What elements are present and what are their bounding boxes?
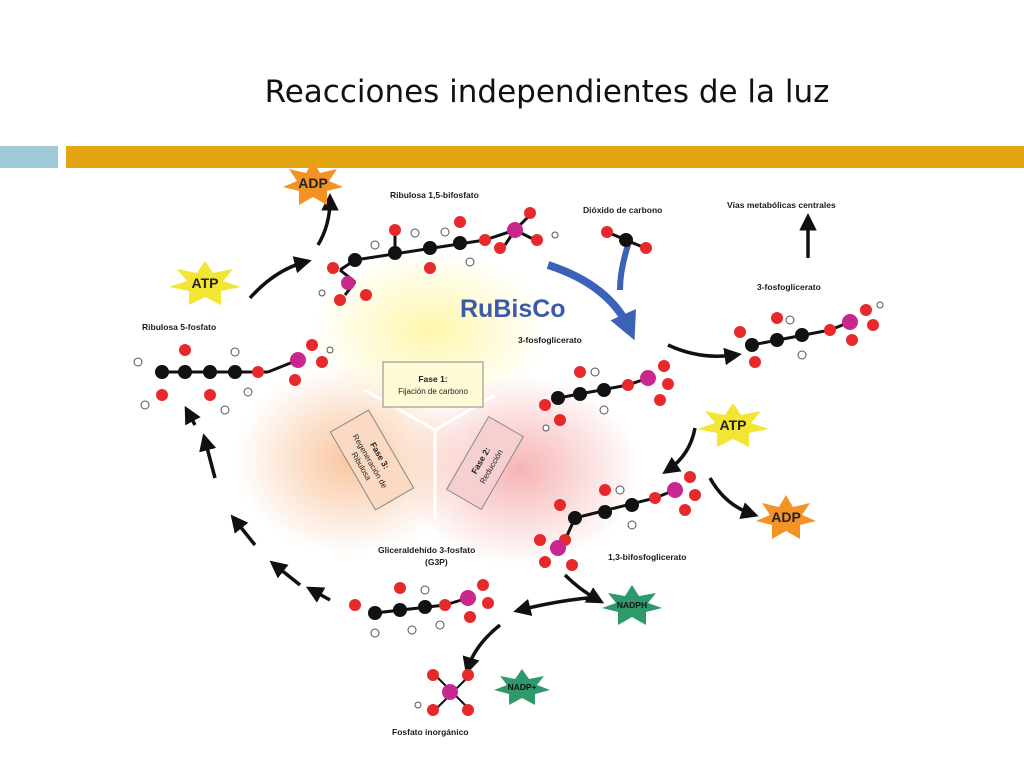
pi-molecule [414,669,474,716]
ru5p-molecule [133,339,334,415]
atp-left-star: ATP [169,261,241,305]
pga-center-molecule [539,360,674,432]
bpg-label: 1,3-bifosfoglicerato [608,552,686,562]
ru5p-label: Ribulosa 5-fosfato [142,322,216,332]
svg-text:ATP: ATP [720,417,747,433]
pga-center-label: 3-fosfoglicerato [518,335,582,345]
co2-molecule [601,226,652,254]
co2-arrow [617,244,631,291]
svg-text:NADP+: NADP+ [507,682,536,692]
phase-1-box: Fase 1: Fijación de carbono [382,361,484,408]
nadp-star: NADP+ [494,669,550,705]
co2-label: Dióxido de carbono [583,205,662,215]
accent-bar [66,146,1024,168]
slide-title: Reacciones independientes de la luz [264,74,830,110]
rubisco-label: RuBisCo [460,295,566,323]
phase-1-title: Fase 1: [418,374,447,384]
nadph-star: NADPH [602,585,662,625]
g3p-label-line1: Gliceraldehído 3-fosfato [378,545,475,555]
svg-text:NADPH: NADPH [617,600,647,610]
pga-right-label: 3-fosfoglicerato [757,282,821,292]
pathways-label: Vías metabólicas centrales [727,200,836,210]
accent-bar-left [0,146,58,168]
cycle-arrows [184,193,817,675]
rubp-molecule [318,207,559,306]
svg-text:ADP: ADP [771,509,801,525]
pga-right-molecule [734,301,884,368]
adp-right-star: ADP [756,495,816,539]
svg-text:ATP: ATP [192,275,219,291]
phase-1-subtitle: Fijación de carbono [398,387,468,396]
atp-right-star: ATP [697,403,769,447]
rubp-label: Ribulosa 1,5-bifosfato [390,190,479,200]
pi-label: Fosfato inorgánico [392,727,469,737]
g3p-molecule [349,579,494,638]
g3p-label-line2: (G3P) [425,557,448,567]
rubisco-arrow [546,261,636,341]
bpg-molecule [534,471,701,571]
svg-text:ADP: ADP [298,175,328,191]
adp-top-star: ADP [283,161,343,205]
